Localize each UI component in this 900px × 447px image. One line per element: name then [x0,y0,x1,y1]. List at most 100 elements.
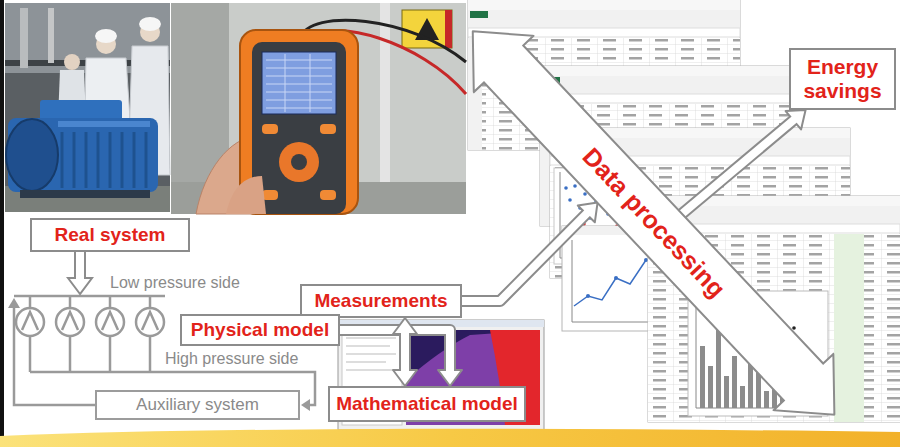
connector-outline [399,334,411,370]
refrigeration-schematic [30,336,150,372]
spreadsheet-window [468,0,740,10]
spreadsheet-window [540,94,802,103]
spreadsheet-window [583,192,587,196]
simulation-window [338,320,544,327]
compressor-photo [20,8,28,68]
compressor-photo [95,29,117,43]
spreadsheet-window [740,386,745,408]
connector-outline [462,214,586,301]
connector-fill [462,212,588,301]
connector-arrow [340,330,462,386]
connector-fill [682,119,795,214]
refrigeration-schematic [30,296,150,308]
meter-photo [226,176,266,214]
stage-box: Mathematical model [328,386,526,422]
system-box: Auxiliary system [95,390,300,420]
meter-photo [266,54,332,112]
meter-photo [262,124,278,134]
refrigeration-schematic [14,295,165,298]
connector-fill [340,330,450,372]
compressor-photo [5,3,170,212]
node-label: Physical model [191,319,329,341]
compressor-photo [6,119,58,191]
meter-photo [445,10,452,48]
meter-photo [171,3,466,214]
stage-box: Physical model [180,314,340,346]
connector-arrow [682,110,805,214]
spreadsheet-window [792,326,796,330]
real-system-arrow [68,278,92,294]
meter-photo [252,42,346,214]
chart-window [572,240,650,322]
footer-stripe [0,429,900,447]
spreadsheet-window [700,346,705,408]
connector-outline [682,120,793,213]
connector-arrow [393,318,417,386]
spreadsheet-window [716,326,721,408]
meter-photo [415,18,439,40]
edge-bar [0,0,4,447]
node-label: Data processing [577,142,730,302]
stage-box: Measurements [300,284,462,318]
chart-window [614,276,618,280]
node-label: Auxiliary system [136,395,259,415]
compressor-photo [20,190,150,198]
spreadsheet-window [540,76,802,94]
arrow-head [393,370,417,386]
meter-photo [291,154,307,170]
spreadsheet-window [582,222,586,226]
refrigeration-schematic [8,298,20,308]
compressor-photo [58,121,150,127]
connector-arrow [462,203,598,301]
spreadsheet-window [732,356,737,408]
result-box: Energy savings [789,48,896,110]
compressor-photo [139,17,161,31]
arrow-head [393,318,417,334]
spreadsheet-window [568,198,572,202]
compressor-photo [62,132,146,188]
node-label: Energy savings [796,55,889,103]
chart-window [574,260,646,306]
compressor-photo [48,8,54,63]
connector-outline [340,330,450,370]
side-label: High pressure side [165,350,298,368]
chart-window [644,258,648,262]
spreadsheet-window [588,216,592,220]
spreadsheet-window [648,196,900,206]
spreadsheet-window [564,186,568,190]
spreadsheet-window [470,11,488,18]
node-label: Real system [55,224,166,246]
arrow-head [578,203,598,223]
connector-fill [401,332,409,372]
meter-photo [279,142,319,182]
spreadsheet-window [540,66,802,76]
meter-photo [320,190,336,200]
meter-photo [171,3,466,214]
chart-window [586,294,590,298]
spreadsheet-window [578,206,582,210]
spreadsheet-window [468,10,740,28]
spreadsheet-window [573,184,577,188]
refrigeration-schematic [301,399,310,411]
real-system-arrow [76,252,84,280]
spreadsheet-window [764,391,769,408]
meter-photo [262,190,278,200]
compressor-photo [5,3,170,212]
real-system-arrow [68,252,92,294]
simulation-window [346,338,396,370]
meter-photo [320,124,336,134]
node-label: Mathematical model [336,393,518,415]
compressor-photo [64,54,80,70]
node-label: Measurements [314,290,447,312]
refrigeration-schematic [14,307,95,405]
spreadsheet-window [724,376,729,408]
spreadsheet-window [834,234,864,422]
meter-photo [402,10,452,48]
arrow-head [786,110,806,129]
meter-photo [262,52,336,114]
refrigeration-schematic [22,312,158,330]
stage-box: Real system [30,218,190,252]
side-label: Low pressure side [110,274,240,292]
